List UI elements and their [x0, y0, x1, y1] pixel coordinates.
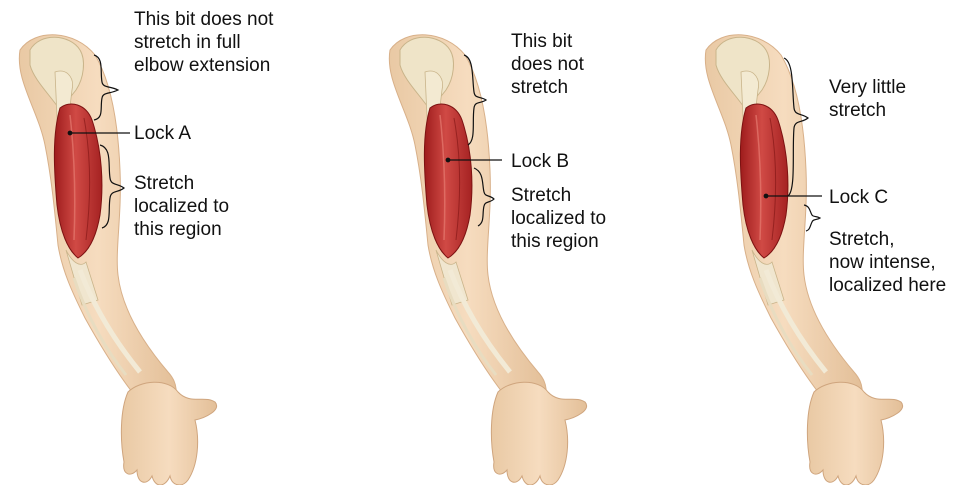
panel-a: This bit does not stretch in full elbow …: [0, 0, 325, 485]
stretch-annotation-text: Stretch localized to this region: [134, 172, 229, 241]
top-annotation-text: This bit does not stretch in full elbow …: [134, 8, 273, 77]
lock-label: Lock A: [134, 122, 191, 145]
lock-label: Lock C: [829, 186, 888, 209]
stretch-annotation-text: Stretch, now intense, localized here: [829, 228, 946, 297]
panel-c: Very little stretch Lock C Stretch, now …: [686, 0, 973, 485]
top-annotation-text: Very little stretch: [829, 76, 906, 122]
panel-b: This bit does not stretch Lock B Stretch…: [370, 0, 695, 485]
stretch-annotation-text: Stretch localized to this region: [511, 184, 606, 253]
top-annotation-text: This bit does not stretch: [511, 30, 584, 99]
lock-label: Lock B: [511, 150, 569, 173]
